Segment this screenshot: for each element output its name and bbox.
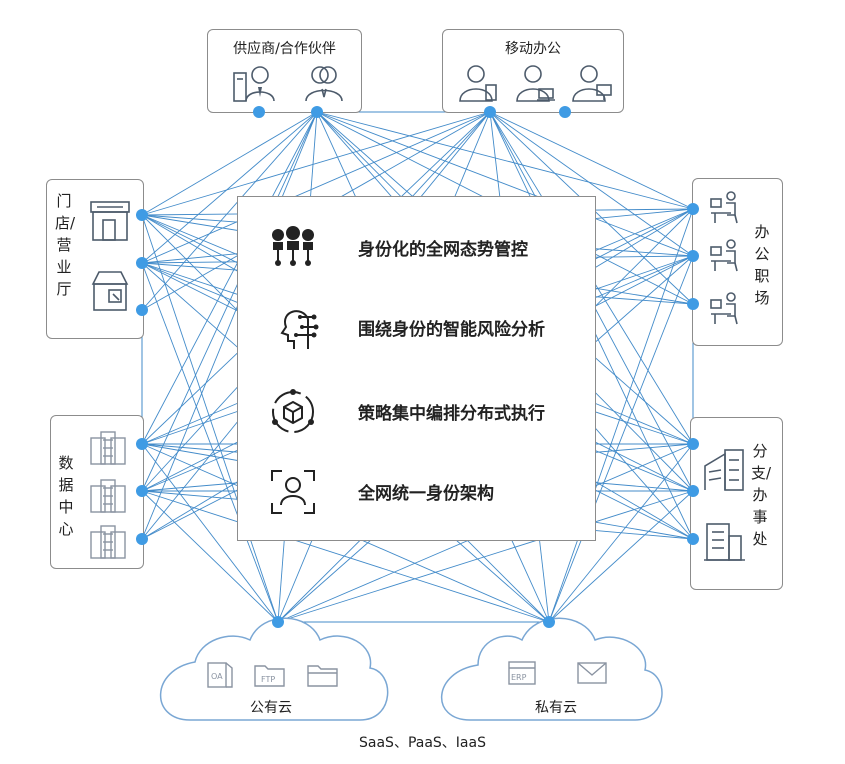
office-building-icon <box>704 449 744 491</box>
connection-node <box>253 106 265 118</box>
office-label: 办公职场 <box>754 223 770 307</box>
connection-line <box>141 443 279 623</box>
office-worker-icon <box>710 239 738 272</box>
branch-label: 分支/办事处 <box>751 442 772 548</box>
folder-icon <box>307 665 338 687</box>
connection-node <box>543 616 555 628</box>
connection-line <box>316 111 694 257</box>
store-front-icon <box>90 201 130 241</box>
connection-line <box>141 490 550 623</box>
store-label: 门店/营业厅 <box>55 192 76 298</box>
mobile-office-box: 移动办公 <box>442 29 624 113</box>
connection-line <box>141 111 491 264</box>
svg-text:FTP: FTP <box>261 675 275 684</box>
connection-line <box>316 111 694 210</box>
connection-node <box>687 485 699 497</box>
service-models-caption: SaaS、PaaS、IaaS <box>359 735 486 751</box>
branch-box: 分支/办事处 <box>690 417 783 590</box>
user-laptop-icon <box>516 65 555 102</box>
ai-brain-icon <box>280 310 319 349</box>
capability-row: 策略集中编排分布式执行 <box>238 385 595 435</box>
store-box: 门店/营业厅 <box>46 179 144 339</box>
private-cloud <box>441 617 663 721</box>
erp-icon: ERP <box>508 661 536 685</box>
connection-node <box>484 106 496 118</box>
connection-node <box>136 304 148 316</box>
datacenter-label: 数据中心 <box>58 454 74 538</box>
mobile-office-label: 移动办公 <box>505 41 561 57</box>
capability-row: 围绕身份的智能风险分析 <box>238 301 595 351</box>
capability-label: 身份化的全网态势管控 <box>358 240 528 260</box>
mail-icon <box>577 662 607 684</box>
connection-line <box>141 111 318 311</box>
oa-icon: OA <box>207 662 233 688</box>
connection-node <box>311 106 323 118</box>
connection-line <box>141 111 318 492</box>
supplier-label: 供应商/合作伙伴 <box>233 41 336 57</box>
policy-cube-icon <box>272 389 314 433</box>
svg-text:OA: OA <box>211 672 223 681</box>
capability-row: 身份化的全网态势管控 <box>238 221 595 271</box>
svg-text:ERP: ERP <box>511 673 527 682</box>
connection-line <box>548 255 694 623</box>
connection-node <box>687 203 699 215</box>
businessman-icon <box>233 66 275 102</box>
datacenter-box: 数据中心 <box>50 415 144 569</box>
connection-line <box>141 111 318 264</box>
capability-label: 全网统一身份架构 <box>358 484 494 504</box>
connection-node <box>136 485 148 497</box>
connection-node <box>136 257 148 269</box>
capability-panel: 身份化的全网态势管控 围绕身份的智能风险分析 策略集中编排分布式执行 全网统一身… <box>237 196 596 541</box>
connection-node <box>136 438 148 450</box>
ftp-folder-icon: FTP <box>254 665 285 687</box>
connection-node <box>687 298 699 310</box>
public-cloud-label: 公有云 <box>250 700 292 716</box>
connection-line <box>489 111 694 210</box>
connection-node <box>687 533 699 545</box>
office-worker-icon <box>710 191 738 224</box>
partner-icon <box>305 66 343 102</box>
connection-line <box>141 111 318 445</box>
connection-line <box>548 490 694 623</box>
connection-line <box>489 111 694 257</box>
office-worker-icon <box>710 292 738 325</box>
connection-node <box>687 438 699 450</box>
user-desktop-icon <box>572 65 612 102</box>
identity-network-icon <box>272 226 314 266</box>
capability-label: 围绕身份的智能风险分析 <box>358 320 545 340</box>
apartment-building-icon <box>704 523 745 561</box>
connection-line <box>141 490 279 623</box>
connection-node <box>136 209 148 221</box>
connection-line <box>141 111 491 216</box>
office-box: 办公职场 <box>692 178 783 346</box>
supplier-box: 供应商/合作伙伴 <box>207 29 362 113</box>
connection-line <box>141 262 279 623</box>
user-frame-icon <box>271 470 315 514</box>
user-phone-icon <box>459 65 497 102</box>
private-cloud-label: 私有云 <box>535 700 577 716</box>
server-rack-icon <box>90 479 126 513</box>
shop-icon <box>91 271 129 311</box>
server-rack-icon <box>90 431 126 465</box>
connection-line <box>277 490 694 623</box>
connection-line <box>548 443 694 623</box>
connection-node <box>559 106 571 118</box>
connection-node <box>687 250 699 262</box>
capability-label: 策略集中编排分布式执行 <box>358 404 545 424</box>
connection-line <box>548 208 694 623</box>
server-rack-icon <box>90 525 126 559</box>
capability-row: 全网统一身份架构 <box>238 465 595 515</box>
connection-line <box>141 111 318 216</box>
connection-line <box>141 111 318 540</box>
connection-node <box>272 616 284 628</box>
connection-node <box>136 533 148 545</box>
